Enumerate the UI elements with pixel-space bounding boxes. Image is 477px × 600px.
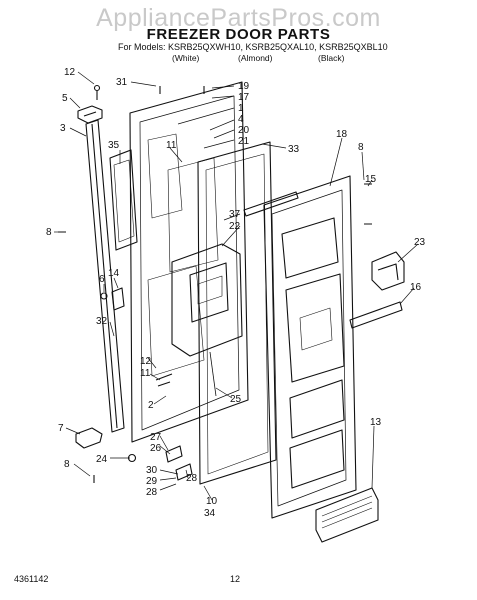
callout-label: 17 [238, 92, 250, 103]
dispenser-housing [171, 243, 243, 357]
watermark: AppliancePartsPros.com [96, 4, 381, 32]
callout-label: 5 [62, 93, 68, 104]
door-outer-frame [129, 81, 249, 443]
callout-label: 6 [99, 274, 105, 285]
hinge-bracket-bottom [75, 427, 103, 449]
callout-label: 15 [365, 174, 377, 185]
callout-label: 19 [238, 81, 250, 92]
page-title: FREEZER DOOR PARTS [146, 26, 331, 43]
door-liner [263, 175, 357, 519]
callout-label: 13 [370, 417, 382, 428]
document-code: 4361142 [14, 574, 49, 584]
leader-lines [54, 71, 419, 501]
callout-label: 35 [108, 140, 120, 151]
trim-strip-left [85, 119, 125, 433]
callout-label: 37 [229, 209, 241, 220]
callout-label: 34 [204, 508, 216, 519]
callout-label: 2 [148, 400, 154, 411]
color-label-white: (White) [172, 53, 200, 63]
callout-label: 8 [64, 459, 70, 470]
callout-label: 3 [60, 123, 66, 134]
door-shelf-bin [315, 487, 379, 543]
callout-label: 28 [186, 473, 198, 484]
door-gasket [197, 141, 277, 485]
callout-label: 18 [336, 129, 348, 140]
callout-label: 29 [146, 476, 158, 487]
color-label-almond: (Almond) [238, 53, 273, 63]
insulation-panel [109, 149, 138, 251]
screws [58, 86, 372, 483]
callout-label: 12 [64, 67, 76, 78]
models-line: For Models: KSRB25QXWH10, KSRB25QXAL10, … [118, 42, 388, 52]
callout-label: 26 [150, 443, 162, 454]
callout-label: 31 [116, 77, 128, 88]
callout-label: 23 [414, 237, 426, 248]
callout-label: 22 [229, 221, 241, 232]
trim-bar [349, 301, 403, 329]
callout-label: 16 [410, 282, 422, 293]
callout-label: 33 [288, 144, 300, 155]
callout-label: 12 [140, 356, 152, 367]
callout-label: 32 [96, 316, 108, 327]
callout-label: 27 [150, 432, 162, 443]
callout-label: 10 [206, 496, 218, 507]
callout-numbers: 12 31 19 17 1 4 20 21 33 18 8 15 5 3 35 … [46, 67, 426, 519]
callout-label: 28 [146, 487, 158, 498]
callout-label: 8 [46, 227, 52, 238]
dispenser-chute [371, 251, 405, 291]
callout-label: 30 [146, 465, 158, 476]
callout-label: 25 [230, 394, 242, 405]
callout-label: 4 [238, 114, 244, 125]
callout-label: 14 [108, 268, 120, 279]
callout-label: 11 [140, 368, 151, 379]
callout-label: 7 [58, 423, 64, 434]
callout-label: 21 [238, 136, 250, 147]
color-label-black: (Black) [318, 53, 345, 63]
callout-label: 11 [166, 140, 177, 151]
callout-label: 24 [96, 454, 108, 465]
hinge-bracket-top [77, 84, 103, 124]
callout-label: 20 [238, 125, 250, 136]
gasket-strip [243, 191, 299, 217]
page-number: 12 [230, 574, 241, 584]
callout-label: 8 [358, 142, 364, 153]
callout-label: 1 [238, 103, 244, 114]
